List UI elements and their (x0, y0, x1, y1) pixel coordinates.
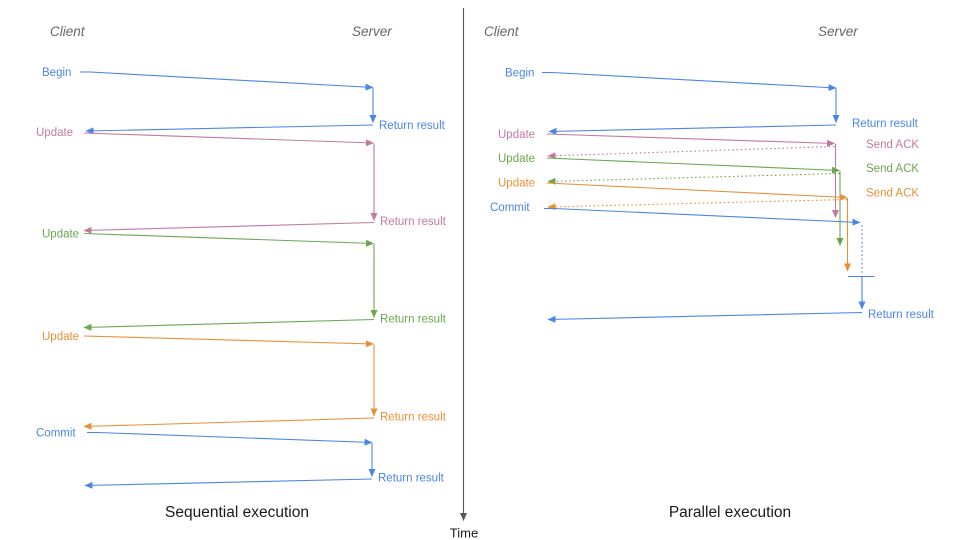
seq-begin-label: Begin (42, 67, 71, 79)
seq-message-begin: Begin Return result (42, 67, 446, 135)
seq-update2-response-arrow (83, 318, 375, 331)
par-update1-ack-label: Send ACK (866, 139, 919, 151)
seq-update3-response-arrow (83, 417, 375, 430)
seq-update3-request-arrow (83, 335, 374, 348)
par-message-update1: Update Send ACK (498, 129, 919, 218)
seq-update1-response-label: Return result (380, 216, 447, 228)
par-begin-request-arrow (542, 71, 837, 92)
time-axis: Time (450, 8, 478, 540)
par-message-update2: Update Send ACK (498, 153, 919, 246)
seq-begin-request-arrow (80, 71, 374, 91)
par-update1-ack-arrow (547, 145, 835, 160)
par-commit-response-label: Return result (868, 309, 935, 321)
par-begin-response-arrow (548, 124, 837, 135)
par-update2-request-arrow (546, 157, 840, 174)
par-message-begin: Begin Return result (505, 68, 919, 135)
seq-message-update2: Update Return result (42, 229, 447, 331)
parallel-title: Parallel execution (669, 504, 791, 521)
par-update2-label: Update (498, 153, 535, 165)
par-commit-label: Commit (490, 202, 530, 214)
par-commit-response-arrow (547, 311, 863, 323)
par-message-commit: Commit Return result (490, 202, 935, 323)
par-update1-request-arrow (546, 133, 835, 147)
seq-update2-response-label: Return result (380, 314, 447, 326)
seq-client-label: Client (50, 24, 86, 39)
par-update3-ack-arrow (547, 198, 848, 211)
seq-commit-label: Commit (36, 428, 76, 440)
seq-update2-label: Update (42, 229, 79, 241)
seq-begin-response-label: Return result (379, 120, 446, 132)
par-begin-response-label: Return result (852, 118, 919, 130)
par-update2-ack-arrow (547, 172, 840, 185)
par-commit-request-arrow (544, 207, 861, 226)
par-update2-ack-label: Send ACK (866, 163, 919, 175)
seq-update1-label: Update (36, 127, 73, 139)
par-client-label: Client (484, 24, 520, 39)
par-update3-label: Update (498, 178, 535, 190)
sequential-diagram: Client Server Begin Return result Update… (36, 24, 447, 521)
seq-update1-response-arrow (83, 221, 375, 234)
seq-server-label: Server (352, 24, 392, 39)
seq-update2-request-arrow (83, 232, 374, 247)
sequential-title: Sequential execution (165, 504, 309, 521)
seq-update3-label: Update (42, 331, 79, 343)
seq-update3-response-label: Return result (380, 412, 447, 424)
seq-commit-response-label: Return result (378, 473, 445, 485)
parallel-diagram: Client Server Begin Return result Update… (484, 24, 935, 521)
seq-message-commit: Commit Return result (36, 428, 445, 489)
seq-message-update1: Update Return result (36, 127, 447, 234)
seq-commit-request-arrow (87, 431, 373, 446)
par-update3-ack-label: Send ACK (866, 188, 919, 200)
seq-update1-request-arrow (83, 132, 374, 147)
seq-begin-response-arrow (85, 124, 374, 135)
seq-message-update3: Update Return result (42, 331, 447, 430)
par-server-label: Server (818, 24, 858, 39)
par-message-update3: Update Send ACK (498, 178, 919, 272)
par-update1-label: Update (498, 129, 535, 141)
par-update3-request-arrow (546, 182, 848, 201)
seq-commit-response-arrow (84, 478, 373, 489)
par-begin-label: Begin (505, 68, 534, 80)
time-axis-label: Time (450, 526, 478, 540)
